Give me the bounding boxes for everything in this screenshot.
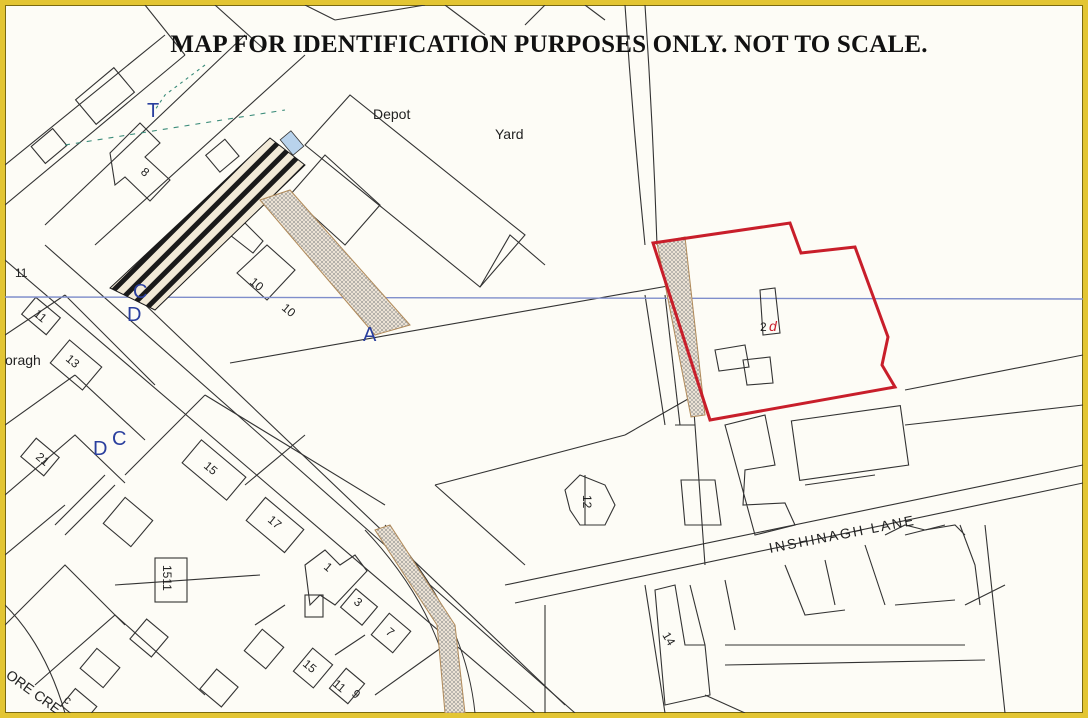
plot-number: c [61,693,75,708]
survey-grid-line [5,296,1083,300]
site-boundary [651,221,898,422]
plot-number: 1 [321,560,335,575]
label-yard: Yard [495,126,524,142]
parcel-lines [5,5,1083,713]
plot-number: 11 [15,266,28,280]
marker-c: C [112,428,126,450]
marker-c: C [133,281,147,303]
plot-number: 14 [659,630,678,649]
plot-number: 21 [33,450,52,470]
site-marker: d [769,318,778,334]
marker-d: D [93,438,107,460]
plot-number: 3 [351,595,365,610]
label-oragh: oragh [5,352,41,368]
plot-number: 11 [330,677,349,696]
marker-a: A [363,324,377,346]
plot-number: 15 [201,459,220,479]
marker-d: D [127,304,141,326]
plot-number: 13 [63,352,82,372]
plot-number: 2 [760,320,767,334]
map-title: MAP FOR IDENTIFICATION PURPOSES ONLY. NO… [170,31,928,58]
wayleave-area-a [259,189,411,336]
site-map: Depot Yard oragh INSHINAGH LANE ORE CRE … [5,5,1083,713]
plot-number: 8 [138,165,152,180]
label-inshinagh-lane: INSHINAGH LANE [768,512,917,556]
plot-number: 11 [31,307,50,326]
plot-number: 10 [279,301,298,321]
wayleave-area-south [374,524,466,713]
plot-number: 17 [265,513,284,533]
plot-number: 1511 [160,565,174,591]
small-blue-plot [279,130,305,156]
hatched-access-strip [109,137,306,311]
plot-number: 12 [580,495,594,509]
site-buildings [714,287,781,386]
marker-t: T [147,100,159,122]
plot-number: 7 [383,625,397,640]
label-depot: Depot [373,106,410,122]
label-crescent: ORE CRE [5,666,64,713]
plot-number: 10 [247,275,266,295]
